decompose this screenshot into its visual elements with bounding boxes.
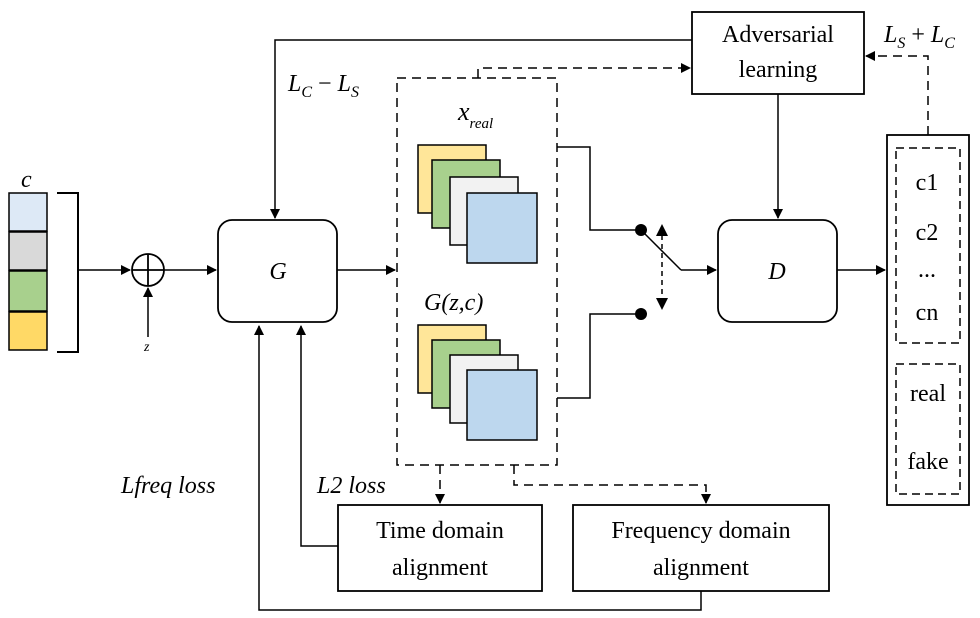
concat-operator-icon xyxy=(131,253,165,287)
authenticity-real: real xyxy=(910,381,946,407)
lc-minus-ls-label: LC − LS xyxy=(287,71,359,101)
time-alignment-line1: Time domain xyxy=(376,518,504,544)
condition-cell-1 xyxy=(8,192,48,232)
authenticity-fake: fake xyxy=(907,449,948,475)
l2-loss-label: L2 loss xyxy=(316,473,386,499)
authenticity-output-group xyxy=(895,363,961,495)
switch-toggle-icon xyxy=(656,224,668,310)
condition-label: c xyxy=(21,167,32,193)
samples-to-freq-alignment-arrow xyxy=(513,465,711,504)
freq-alignment-box xyxy=(572,504,830,592)
adversarial-to-generator-arrow xyxy=(270,39,692,219)
class-output-ellipsis: ... xyxy=(918,257,936,283)
adversarial-learning-box xyxy=(691,11,865,95)
condition-cell-2 xyxy=(8,231,48,271)
condition-bracket xyxy=(57,192,79,353)
generator-box xyxy=(217,219,338,323)
real-sample-to-switch-line xyxy=(557,146,638,231)
discriminator-box xyxy=(717,219,838,323)
l2-loss-arrow xyxy=(296,325,338,547)
output-to-adversarial-arrow xyxy=(865,51,929,135)
class-output-2: c2 xyxy=(916,220,939,246)
adversarial-learning-line2: learning xyxy=(739,57,818,83)
switch-blade xyxy=(642,231,682,271)
freq-alignment-line1: Frequency domain xyxy=(611,518,790,544)
condition-vector xyxy=(8,192,48,351)
time-alignment-line2: alignment xyxy=(392,555,488,581)
generated-sample-to-switch-line xyxy=(557,313,638,399)
generated-sample-label: G(z,c) xyxy=(424,290,483,316)
condition-cell-3 xyxy=(8,270,48,312)
output-panel xyxy=(886,134,970,506)
adversarial-learning-line1: Adversarial xyxy=(722,22,834,48)
real-sample-stack xyxy=(417,144,538,264)
real-sample-label: xreal xyxy=(457,97,493,132)
lfreq-loss-label: Lfreq loss xyxy=(120,473,215,499)
switch-contact-bottom xyxy=(635,308,647,320)
samples-to-adversarial-arrow xyxy=(477,63,691,78)
generator-label: G xyxy=(269,259,286,285)
noise-label: z xyxy=(143,340,150,355)
lfreq-loss-arrow xyxy=(254,325,702,611)
generated-sample-stack xyxy=(417,324,538,441)
class-output-1: c1 xyxy=(916,170,939,196)
samples-container xyxy=(396,77,558,466)
class-output-n: cn xyxy=(916,300,939,326)
condition-cell-4 xyxy=(8,311,48,351)
ls-plus-lc-label: LS + LC xyxy=(883,22,955,52)
time-alignment-box xyxy=(337,504,543,592)
class-output-group xyxy=(895,147,961,344)
freq-alignment-line2: alignment xyxy=(653,555,749,581)
discriminator-label: D xyxy=(767,259,785,285)
